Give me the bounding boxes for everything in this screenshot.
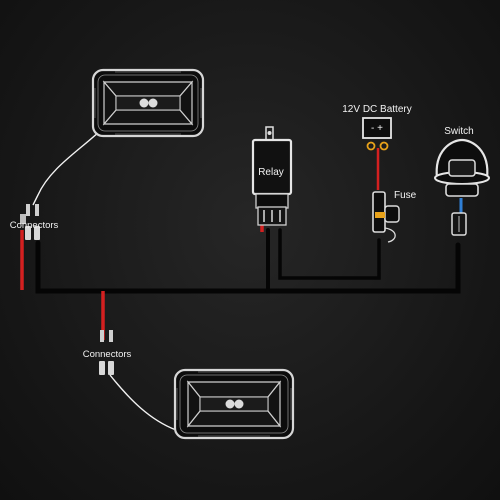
upper-light-ground-lead [32,129,102,206]
battery [362,117,392,151]
lower-connectors [99,330,114,375]
main-harness [35,228,461,294]
upper-connectors [20,204,40,240]
lower-connectors-label: Connectors [83,349,132,360]
relay-label: Relay [258,167,284,178]
upper-work-light [91,68,205,138]
relay [251,126,293,226]
lower-work-light [173,368,295,440]
upper-connectors-label: Connectors [10,220,59,231]
positive-wires [20,148,380,340]
switch-label: Switch [444,126,473,137]
fuse-holder [372,191,400,243]
battery-terminal-signs: - + [371,123,383,134]
fuse-label: Fuse [394,190,417,201]
battery-label: 12V DC Battery [342,104,411,115]
rocker-switch [434,138,490,236]
lower-light-ground-lead [109,374,177,431]
